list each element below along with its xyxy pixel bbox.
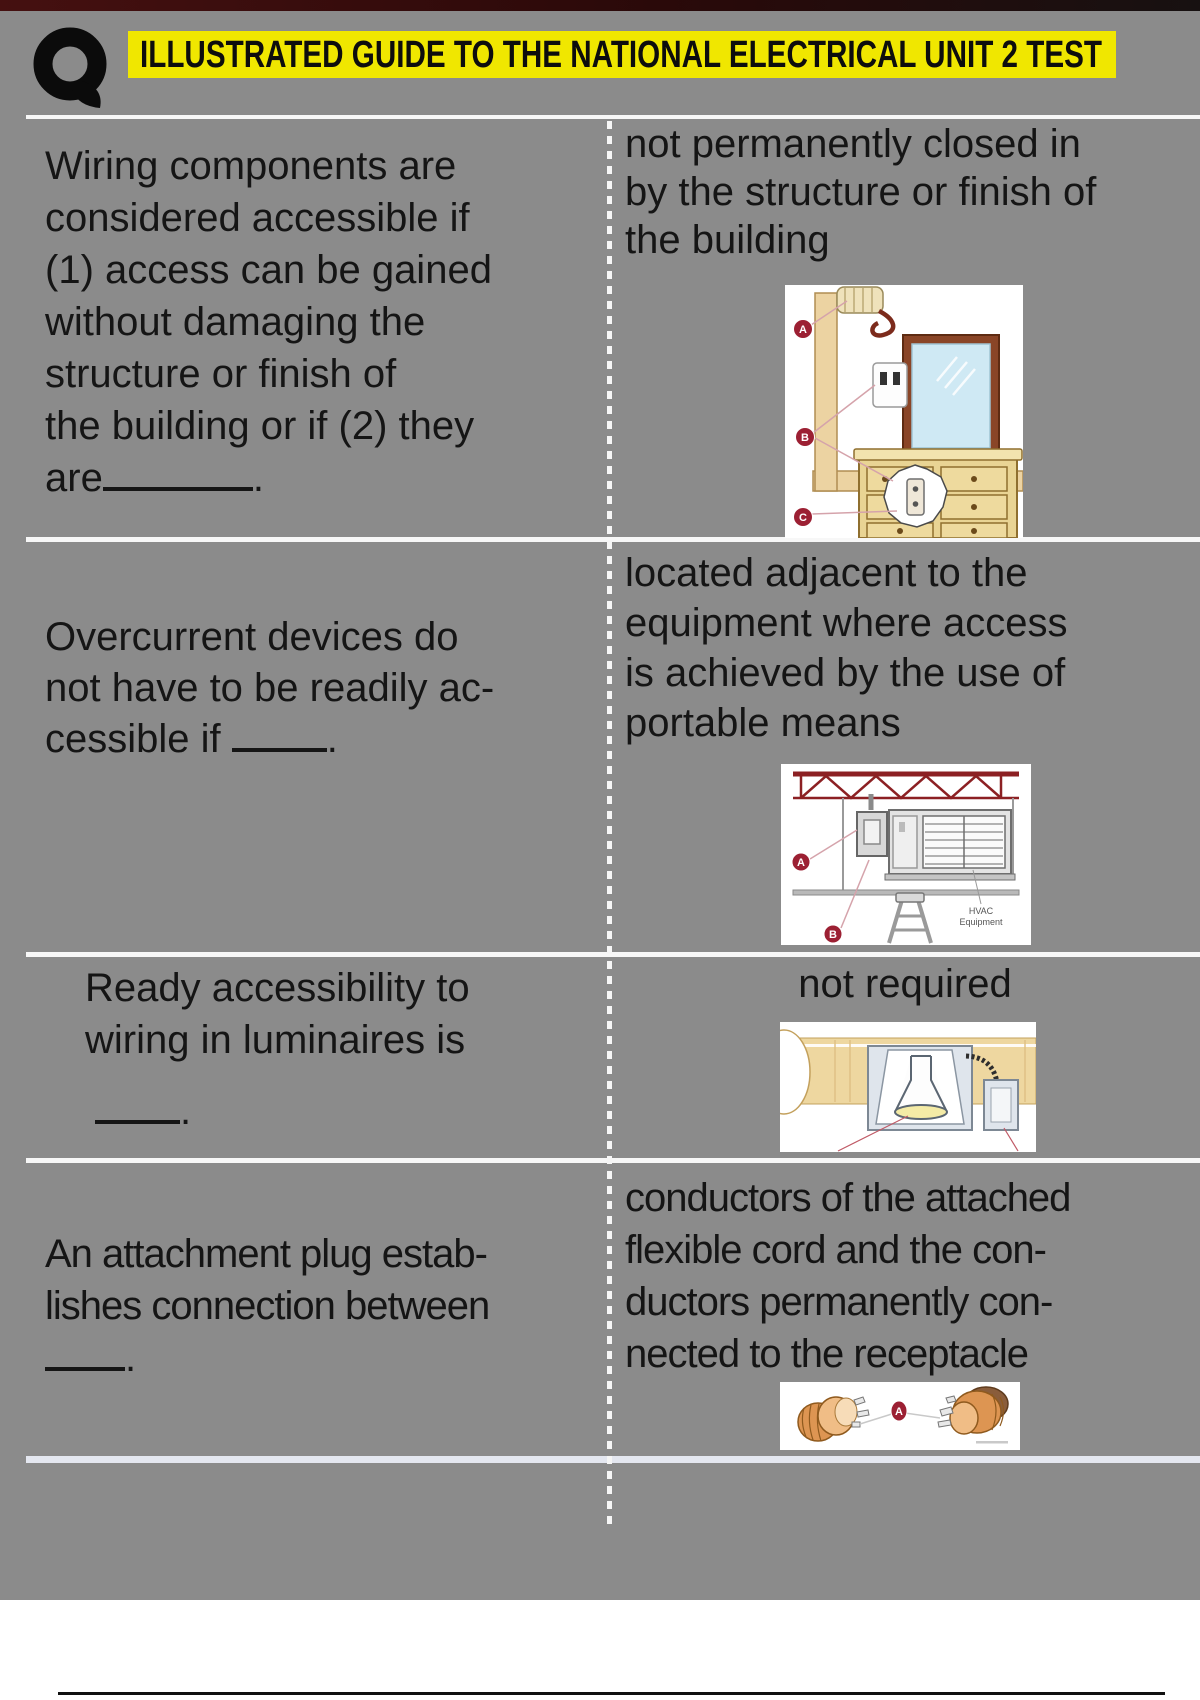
- illustration-recessed-luminaire: [780, 1022, 1036, 1152]
- answer-4: conductors of the attached flexible cord…: [625, 1172, 1071, 1380]
- answer-line: not required: [798, 962, 1012, 1006]
- illustration-attachment-plugs: A: [780, 1382, 1020, 1450]
- question-line: the building or if (2) they: [45, 404, 475, 448]
- bottom-rule-line: [58, 1692, 1165, 1695]
- question-line: (1) access can be gained: [45, 248, 492, 292]
- answer-line: nected to the receptacle: [625, 1332, 1029, 1376]
- answer-3: not required: [625, 958, 1185, 1010]
- fill-in-blank: [45, 1367, 125, 1371]
- question-1: Wiring components are considered accessi…: [45, 140, 492, 504]
- svg-text:A: A: [895, 1406, 903, 1418]
- question-2: Overcurrent devices do not have to be re…: [45, 612, 494, 765]
- answer-1: not permanently closed in by the structu…: [625, 120, 1096, 264]
- light-switch: [872, 362, 908, 408]
- label-a-marker: A: [793, 319, 813, 339]
- label-a-marker: A: [890, 1400, 908, 1422]
- label-leader-lines: [809, 829, 870, 929]
- roof-truss: [793, 771, 1019, 800]
- column-divider-dotted-line: [607, 121, 612, 1528]
- svg-text:A: A: [799, 324, 807, 336]
- question-line: Ready accessibility to: [85, 966, 470, 1010]
- svg-text:B: B: [829, 929, 837, 941]
- hvac-unit: [884, 809, 1016, 881]
- question-4: An attachment plug estab- lishes connect…: [45, 1228, 490, 1384]
- recessed-luminaire: [867, 1045, 973, 1131]
- wall-stud: [814, 292, 838, 492]
- answer-2: located adjacent to the equipment where …: [625, 548, 1067, 748]
- illustration-outlet-behind-dresser: A B C: [785, 285, 1023, 538]
- question-line: structure or finish of: [45, 352, 397, 396]
- answer-line: located adjacent to the: [625, 551, 1028, 595]
- mirror: [902, 334, 1000, 458]
- question-line: An attachment plug estab-: [45, 1232, 488, 1276]
- answer-line: ductors permanently con-: [625, 1280, 1053, 1324]
- receptacle-outlet: [906, 478, 925, 516]
- attachment-plug-left: [797, 1396, 870, 1442]
- svg-text:B: B: [801, 432, 809, 444]
- answer-line: by the structure or finish of: [625, 170, 1097, 214]
- answer-line: the building: [625, 218, 830, 262]
- illustration-hvac-equipment: HVAC Equipment A B: [781, 764, 1031, 945]
- question-line: not have to be readily ac-: [45, 666, 495, 710]
- row-separator-line: [26, 1158, 1200, 1163]
- svg-text:HVAC: HVAC: [969, 906, 994, 916]
- cutaway-edge: [780, 1029, 811, 1115]
- wall-cutaway-hole: [883, 464, 948, 528]
- svg-text:C: C: [799, 512, 807, 524]
- label-b-marker: B: [795, 427, 815, 447]
- answer-line: is achieved by the use of: [625, 651, 1066, 695]
- question-line: Overcurrent devices do: [45, 615, 459, 659]
- bottom-white-area: [0, 1600, 1200, 1700]
- cord-connector-right: [937, 1386, 1009, 1435]
- question-blank-line: are.: [45, 456, 264, 500]
- question-blank-line: .: [45, 1332, 489, 1384]
- answer-line: portable means: [625, 701, 901, 745]
- answer-line: equipment where access: [625, 601, 1068, 645]
- row-separator-line: [26, 537, 1200, 542]
- title-band: ILLUSTRATED GUIDE TO THE NATIONAL ELECTR…: [128, 31, 1116, 78]
- fill-in-blank: [95, 1120, 180, 1124]
- question-line: considered accessible if: [45, 196, 470, 240]
- question-line: wiring in luminaires is: [85, 1018, 466, 1062]
- question-line: lishes connection between: [45, 1284, 490, 1328]
- hvac-caption: HVAC Equipment: [959, 869, 1003, 927]
- cable-loop: [870, 308, 896, 338]
- question-line: Wiring components are: [45, 144, 457, 188]
- junction-box: [965, 1053, 1019, 1131]
- row-separator-line: [26, 1456, 1200, 1463]
- page-title: ILLUSTRATED GUIDE TO THE NATIONAL ELECTR…: [140, 34, 1102, 76]
- question-3: Ready accessibility to wiring in luminai…: [85, 962, 470, 1066]
- svg-text:Equipment: Equipment: [959, 917, 1003, 927]
- label-a-marker: A: [791, 852, 811, 872]
- pointer-lines: [837, 1115, 1019, 1152]
- question-line: without damaging the: [45, 300, 426, 344]
- answer-line: not permanently closed in: [625, 122, 1081, 166]
- fine-print-mark: [976, 1441, 1008, 1444]
- quizlet-q-logo-icon: [30, 26, 114, 112]
- top-edge-bar: [0, 0, 1200, 11]
- svg-text:A: A: [797, 857, 805, 869]
- step-ladder: [887, 892, 933, 944]
- fill-in-blank: [231, 748, 327, 752]
- answer-line: conductors of the attached: [625, 1176, 1071, 1220]
- label-leader-lines: [810, 300, 898, 515]
- question-blank-line: cessible if .: [45, 717, 338, 761]
- label-b-marker: B: [823, 924, 843, 944]
- row-separator-line: [26, 952, 1200, 957]
- junction-box: [836, 286, 896, 338]
- question-3-blank-line: .: [95, 1085, 191, 1137]
- lamp-bulb: [894, 1104, 948, 1120]
- header-separator-line: [26, 115, 1200, 119]
- fill-in-blank: [102, 487, 253, 491]
- flex-conduit: [965, 1053, 1000, 1083]
- disconnect-switch: [856, 794, 888, 857]
- answer-line: flexible cord and the con-: [625, 1228, 1047, 1272]
- label-c-marker: C: [793, 507, 813, 527]
